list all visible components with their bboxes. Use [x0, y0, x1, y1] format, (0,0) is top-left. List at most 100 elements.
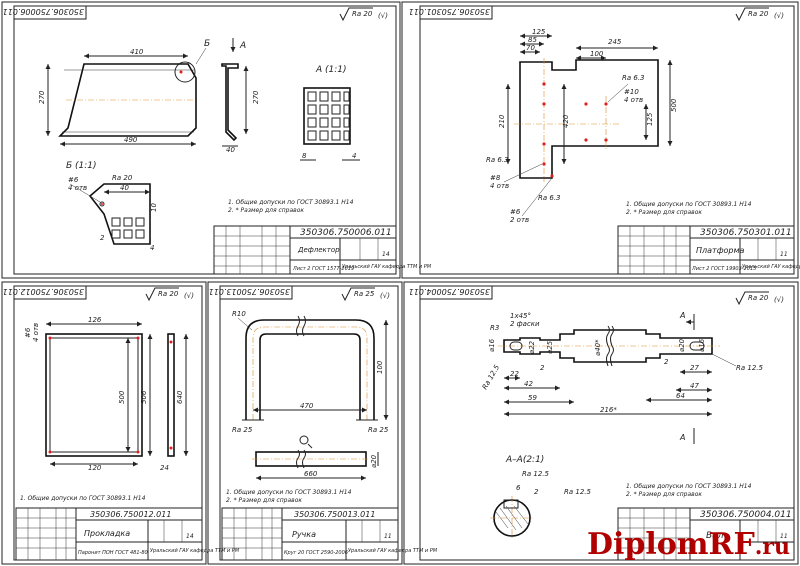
- watermark-logo: DiplomRF.ru: [586, 527, 790, 562]
- svg-text:125: 125: [532, 28, 546, 36]
- svg-text:490: 490: [124, 136, 138, 144]
- svg-text:11: 11: [780, 533, 788, 540]
- sheet4-title: Ручка: [292, 530, 316, 539]
- svg-text:47: 47: [690, 382, 699, 390]
- sheet2-roughness: Ra 20 (√): [735, 7, 784, 22]
- sheet2-title: Платформа: [696, 246, 745, 255]
- svg-text:4 отв: 4 отв: [68, 184, 87, 192]
- svg-text:Ra 25: Ra 25: [232, 426, 253, 434]
- svg-text:70: 70: [526, 44, 535, 52]
- sheet3-drawing: 126 120 500 506 640 24 #6 4 отв 1. Общие…: [20, 316, 189, 502]
- svg-text:40: 40: [226, 146, 235, 154]
- svg-text:2. * Размер для справок: 2. * Размер для справок: [626, 209, 702, 216]
- sheet3-frame: [1, 281, 207, 565]
- svg-text:126: 126: [88, 316, 102, 324]
- svg-text:2. * Размер для справок: 2. * Размер для справок: [626, 491, 702, 498]
- sheet4-title-block: 350306.750013.011 Ручка 11 Круг 20 ГОСТ …: [221, 507, 438, 561]
- svg-text:40: 40: [120, 184, 129, 192]
- svg-text:Ra 12.5: Ra 12.5: [522, 470, 550, 478]
- svg-text:270: 270: [38, 90, 46, 104]
- sheet5-top-stamp: 350306.750004.011: [409, 287, 490, 296]
- svg-text:64: 64: [676, 392, 685, 400]
- svg-text:59: 59: [528, 394, 537, 402]
- sheet5-frame: [403, 281, 799, 565]
- svg-text:Уральский ГАУ кафедра ТТМ и РМ: Уральский ГАУ кафедра ТТМ и РМ: [342, 264, 432, 270]
- svg-text:А: А: [239, 41, 246, 51]
- svg-text:2. * Размер для справок: 2. * Размер для справок: [226, 497, 302, 504]
- svg-text:Ra 20: Ra 20: [748, 10, 769, 18]
- sheet5-stamp: 350306.750004.011: [700, 510, 792, 520]
- sheet2-top-stamp: 350306.750301.011: [409, 7, 490, 16]
- sheet1-drawing: 410 490 270 Б А 270 40 А (1:1) 8 4 Б (1:…: [38, 38, 360, 252]
- sheet1-frame: [1, 1, 401, 279]
- svg-text:24: 24: [160, 464, 169, 472]
- svg-text:4: 4: [352, 152, 356, 160]
- svg-text:Ra 6.3: Ra 6.3: [622, 74, 645, 82]
- svg-text:#6: #6: [68, 176, 79, 184]
- svg-text:470: 470: [300, 402, 314, 410]
- svg-text:85: 85: [528, 36, 537, 44]
- svg-text:1. Общие допуски по ГОСТ 30893: 1. Общие допуски по ГОСТ 30893.1 Н14: [228, 199, 354, 206]
- svg-text:⌀25: ⌀25: [546, 340, 554, 354]
- sheet1-title-block: 350306.750006.011 Дефлектор 14 Лист 2 ГО…: [213, 225, 432, 275]
- svg-text:Лист 2 ГОСТ 1577-2019: Лист 2 ГОСТ 1577-2019: [292, 266, 354, 272]
- svg-text:R10: R10: [232, 310, 246, 318]
- svg-text:А: А: [679, 311, 685, 320]
- svg-text:Уральский ГАУ кафедра ТТМ и РМ: Уральский ГАУ кафедра ТТМ и РМ: [742, 264, 800, 270]
- svg-text:2. * Размер для справок: 2. * Размер для справок: [228, 207, 304, 214]
- svg-text:11: 11: [780, 251, 788, 258]
- svg-text:27: 27: [690, 364, 699, 372]
- svg-text:4 отв: 4 отв: [624, 96, 643, 104]
- sheet5-title: Вал: [706, 531, 724, 541]
- svg-text:(√): (√): [378, 12, 388, 20]
- svg-text:Ra 6.3: Ra 6.3: [538, 194, 561, 202]
- svg-text:2: 2: [664, 358, 669, 366]
- svg-text:1х45°: 1х45°: [510, 312, 531, 320]
- svg-text:Б: Б: [204, 39, 210, 49]
- svg-text:Ra 12.5: Ra 12.5: [564, 488, 592, 496]
- svg-text:(√): (√): [774, 296, 784, 304]
- view-symbol-icon: [299, 435, 309, 445]
- svg-text:1. Общие допуски по ГОСТ 30893: 1. Общие допуски по ГОСТ 30893.1 Н14: [626, 201, 752, 208]
- svg-text:500: 500: [670, 98, 678, 112]
- svg-text:Б (1:1): Б (1:1): [66, 161, 97, 171]
- svg-text:42: 42: [524, 380, 533, 388]
- svg-text:#8: #8: [490, 174, 501, 182]
- section-label: А–А(2:1): [505, 455, 544, 465]
- svg-text:1. Общие допуски по ГОСТ 30893: 1. Общие допуски по ГОСТ 30893.1 Н14: [626, 483, 752, 490]
- svg-text:#10: #10: [624, 88, 639, 96]
- sheet4-frame: [207, 281, 403, 565]
- sheet1-stamp: 350306.750006.011: [300, 228, 392, 238]
- sheet3-roughness: Ra 20 (√): [145, 287, 194, 302]
- svg-text:⌀20: ⌀20: [370, 454, 378, 468]
- svg-text:Ra 12.5: Ra 12.5: [481, 363, 502, 391]
- sheet2-stamp: 350306.750301.011: [700, 228, 792, 238]
- sheet2-drawing: 125 85 70 100 245 210 420 125 500 Ra 6.3…: [486, 28, 752, 224]
- svg-text:⌀40*: ⌀40*: [594, 339, 602, 356]
- svg-text:#6: #6: [24, 327, 32, 338]
- svg-text:410: 410: [130, 48, 144, 56]
- svg-text:2: 2: [100, 234, 105, 242]
- svg-text:1. Общие допуски по ГОСТ 30893: 1. Общие допуски по ГОСТ 30893.1 Н14: [20, 495, 146, 502]
- sheet4-roughness: Ra 25 (√): [341, 287, 390, 302]
- svg-text:4 отв: 4 отв: [490, 182, 509, 190]
- svg-text:2 фаски: 2 фаски: [510, 320, 540, 328]
- sheet1-roughness: Ra 20 (√): [339, 7, 388, 22]
- sheet4-stamp: 350306.750013.011: [294, 510, 375, 519]
- sheet3-title: Прокладка: [84, 529, 130, 538]
- svg-text:⌀22: ⌀22: [528, 340, 536, 354]
- sheet2-frame: [401, 1, 799, 279]
- svg-text:10: 10: [150, 203, 158, 212]
- svg-text:Ra 6.3: Ra 6.3: [486, 156, 509, 164]
- svg-text:Ra 20: Ra 20: [748, 294, 769, 302]
- sheet2-title-block: 350306.750301.011 Платформа 11 Лист 2 ГО…: [617, 225, 800, 275]
- svg-text:Круг 20 ГОСТ 2590-2006: Круг 20 ГОСТ 2590-2006: [284, 550, 348, 556]
- svg-text:(√): (√): [184, 292, 194, 300]
- detail-b-circle: [174, 61, 196, 83]
- svg-text:Паронит ПОН ГОСТ 481-80: Паронит ПОН ГОСТ 481-80: [78, 550, 148, 556]
- sheet5-title-block: 350306.750004.011 Вал 11: [617, 507, 795, 561]
- svg-text:22: 22: [510, 370, 519, 378]
- svg-text:100: 100: [590, 50, 604, 58]
- svg-text:Ra 20: Ra 20: [158, 290, 179, 298]
- svg-text:Ra 20: Ra 20: [112, 174, 133, 182]
